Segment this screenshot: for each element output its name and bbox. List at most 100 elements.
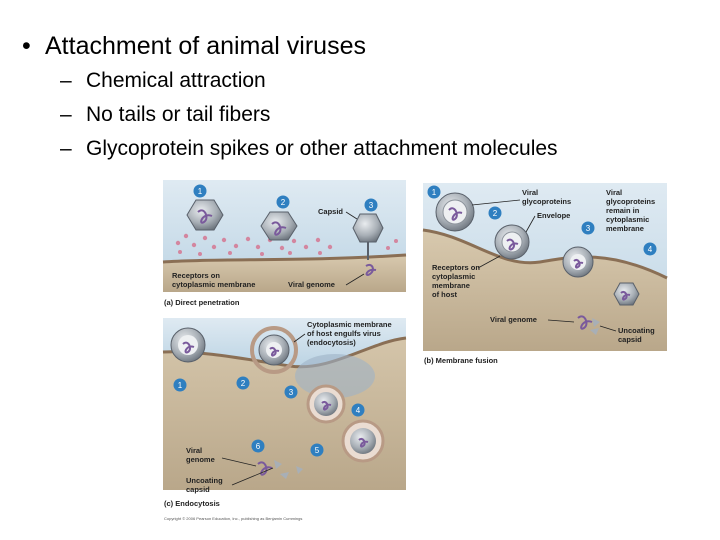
leader-line bbox=[599, 325, 617, 332]
svg-text:6: 6 bbox=[256, 442, 261, 451]
bullet-dash: – bbox=[60, 137, 72, 160]
enveloped-virus bbox=[435, 192, 475, 232]
label-viral-glycoproteins-2: glycoproteins bbox=[522, 197, 571, 206]
main-bullet-text: Attachment of animal viruses bbox=[45, 32, 366, 60]
step-number-5: 5 bbox=[310, 443, 324, 457]
capsid-in-cytoplasm bbox=[613, 282, 640, 306]
label-viral-genome: Viral genome bbox=[490, 315, 537, 324]
label-receptors-2: cytoplasmic membrane bbox=[172, 280, 255, 289]
caption-c: (c) Endocytosis bbox=[164, 499, 220, 508]
panel-endocytosis: 1 2 3 4 5 6 Cytoplasmic membrane of host… bbox=[162, 318, 407, 508]
svg-text:1: 1 bbox=[198, 187, 203, 196]
label-engulfs-2: of host engulfs virus bbox=[307, 329, 381, 338]
capsid-penetrating bbox=[352, 213, 384, 276]
panel-membrane-fusion: 1 2 3 4 Viral glycoproteins Envelope Vir… bbox=[422, 183, 668, 365]
sub-bullet-text: No tails or tail fibers bbox=[86, 103, 271, 126]
label-remain: Viral bbox=[606, 188, 622, 197]
svg-text:3: 3 bbox=[369, 201, 374, 210]
vesicle-with-virus bbox=[306, 384, 346, 424]
label-envelope: Envelope bbox=[537, 211, 570, 220]
nucleus bbox=[295, 354, 375, 398]
main-bullet: • Attachment of animal viruses bbox=[22, 28, 558, 64]
svg-text:4: 4 bbox=[356, 406, 361, 415]
svg-text:3: 3 bbox=[289, 388, 294, 397]
step-number-1: 1 bbox=[427, 185, 441, 199]
vesicle-with-virus bbox=[341, 419, 385, 463]
naked-virus bbox=[186, 199, 224, 231]
label-viral-genome-2: genome bbox=[186, 455, 215, 464]
leader-line bbox=[293, 333, 306, 343]
bullet-dash: – bbox=[60, 69, 72, 92]
step-number-2: 2 bbox=[488, 206, 502, 220]
leader-line bbox=[221, 457, 257, 467]
label-engulfs-3: (endocytosis) bbox=[307, 338, 356, 347]
svg-text:2: 2 bbox=[241, 379, 246, 388]
svg-text:4: 4 bbox=[648, 245, 653, 254]
label-uncoating-2: capsid bbox=[618, 335, 642, 344]
leader-line bbox=[345, 211, 358, 220]
step-number-1: 1 bbox=[173, 378, 187, 392]
label-uncoating-2: capsid bbox=[186, 485, 210, 494]
bullet-dash: – bbox=[60, 103, 72, 126]
step-number-2: 2 bbox=[236, 376, 250, 390]
svg-text:3: 3 bbox=[586, 224, 591, 233]
step-number-2: 2 bbox=[276, 195, 290, 209]
cytoplasmic-membrane bbox=[422, 228, 668, 280]
label-uncoating: Uncoating bbox=[618, 326, 655, 335]
sub-bullet: – No tails or tail fibers bbox=[60, 98, 558, 132]
caption-b: (b) Membrane fusion bbox=[424, 356, 498, 365]
label-remain-2: glycoproteins bbox=[606, 197, 655, 206]
copyright-text: Copyright © 2006 Pearson Education, Inc.… bbox=[164, 516, 302, 521]
svg-text:1: 1 bbox=[432, 188, 437, 197]
step-number-3: 3 bbox=[284, 385, 298, 399]
step-number-3: 3 bbox=[364, 198, 378, 212]
host-cytoplasm bbox=[163, 255, 406, 292]
enveloped-virus bbox=[170, 327, 206, 363]
sub-bullet: – Chemical attraction bbox=[60, 64, 558, 98]
label-receptors: Receptors on bbox=[432, 263, 480, 272]
naked-virus bbox=[260, 211, 298, 241]
label-remain-3: remain in bbox=[606, 206, 640, 215]
svg-text:5: 5 bbox=[315, 446, 320, 455]
leader-line bbox=[477, 255, 501, 269]
leader-line bbox=[231, 467, 274, 486]
label-receptors: Receptors on bbox=[172, 271, 220, 280]
step-number-1: 1 bbox=[193, 184, 207, 198]
label-receptors-4: of host bbox=[432, 290, 457, 299]
label-remain-4: cytoplasmic bbox=[606, 215, 649, 224]
svg-text:2: 2 bbox=[493, 209, 498, 218]
uncoated-genome bbox=[577, 315, 600, 335]
label-receptors-3: membrane bbox=[432, 281, 470, 290]
sub-bullet-text: Glycoprotein spikes or other attachment … bbox=[86, 137, 558, 160]
label-viral-glycoproteins: Viral bbox=[522, 188, 538, 197]
caption-a: (a) Direct penetration bbox=[164, 298, 240, 307]
panel-direct-penetration: 1 2 3 Capsid Receptors on cytoplasmic me… bbox=[162, 180, 407, 307]
enveloped-virus-fusing bbox=[494, 224, 530, 260]
label-viral-genome: Viral bbox=[186, 446, 202, 455]
svg-text:1: 1 bbox=[178, 381, 183, 390]
label-capsid: Capsid bbox=[318, 207, 343, 216]
label-engulfs: Cytoplasmic membrane bbox=[307, 320, 392, 329]
virus-being-engulfed bbox=[250, 326, 298, 374]
capsid-entering bbox=[562, 246, 594, 278]
leader-line bbox=[471, 199, 521, 206]
sub-bullet-text: Chemical attraction bbox=[86, 69, 266, 92]
step-number-4: 4 bbox=[351, 403, 365, 417]
receptor-dots bbox=[175, 233, 398, 256]
bullet-dot: • bbox=[22, 32, 31, 60]
label-receptors-2: cytoplasmic bbox=[432, 272, 475, 281]
label-uncoating: Uncoating bbox=[186, 476, 223, 485]
leader-line bbox=[345, 273, 365, 286]
leader-line bbox=[525, 215, 536, 233]
leader-line bbox=[547, 319, 575, 323]
svg-text:2: 2 bbox=[281, 198, 286, 207]
slide-text: • Attachment of animal viruses – Chemica… bbox=[22, 28, 558, 166]
label-remain-5: membrane bbox=[606, 224, 644, 233]
sub-bullet-list: – Chemical attraction – No tails or tail… bbox=[60, 64, 558, 166]
step-number-6: 6 bbox=[251, 439, 265, 453]
uncoated-genome bbox=[257, 460, 303, 479]
step-number-3: 3 bbox=[581, 221, 595, 235]
host-cytoplasm bbox=[423, 230, 667, 351]
label-viral-genome: Viral genome bbox=[288, 280, 335, 289]
